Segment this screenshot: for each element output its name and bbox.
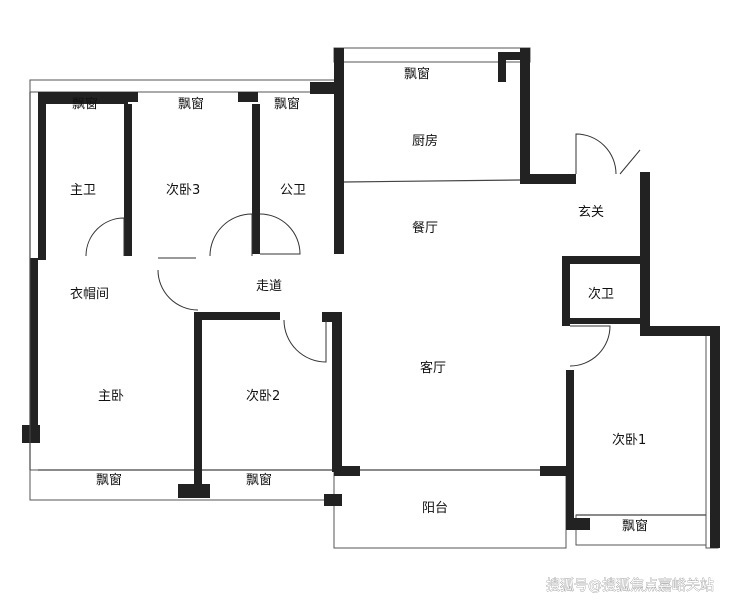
public-bath-label: 公卫 [280,183,306,198]
closet-label: 衣帽间 [70,286,109,302]
walls [22,48,720,548]
watermark-text: 搜狐号@搜狐焦点嘉峪关站 [546,578,714,594]
living-label: 客厅 [420,360,446,376]
partitions [29,92,706,516]
bay-window-master-bedroom-label: 飘窗 [96,472,122,488]
guest-bath-label: 次卫 [588,286,614,302]
window-frames [29,47,719,549]
bay-window-kitchen-label: 飘窗 [404,66,430,82]
bay-window-master-bath-label: 飘窗 [72,96,98,112]
kitchen-label: 厨房 [412,133,438,149]
bay-window-bedroom3-label: 飘窗 [178,96,204,112]
bedroom1-label: 次卧1 [612,432,646,448]
bay-window-bedroom1-label: 飘窗 [622,518,648,534]
master-bath-label: 主卫 [70,183,96,198]
corridor-label: 走道 [256,279,282,294]
foyer-label: 玄关 [578,205,604,220]
bay-window-public-bath-label: 飘窗 [274,96,300,112]
dining-label: 餐厅 [412,220,438,236]
balcony-label: 阳台 [422,501,448,516]
bay-window-bedroom2-label: 飘窗 [246,472,272,488]
doors [85,133,641,367]
bedroom3-label: 次卧3 [166,182,200,198]
bedroom2-label: 次卧2 [246,388,280,404]
master-bedroom-label: 主卧 [98,389,124,404]
